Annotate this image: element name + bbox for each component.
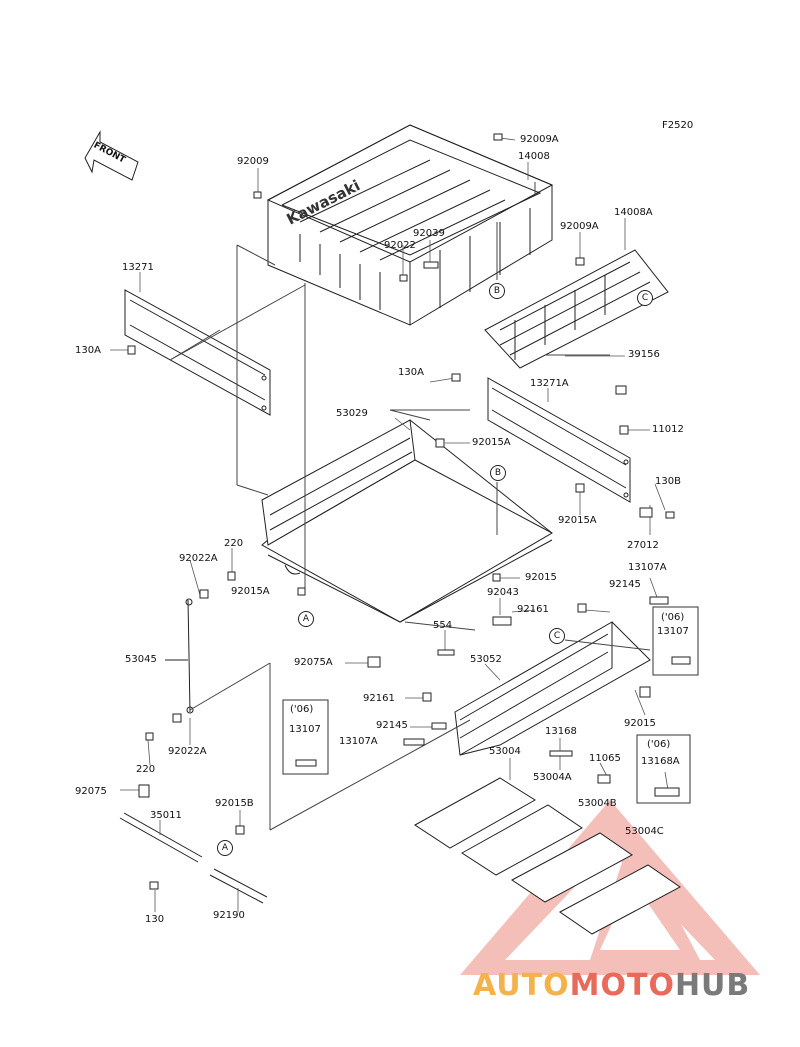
side-rail-left	[124, 289, 271, 416]
part-label-27012: 27012	[627, 540, 659, 551]
part-label-53004A: 53004A	[533, 772, 572, 783]
part-label-14008: 14008	[518, 151, 550, 162]
callout-B-mid: B	[490, 465, 506, 481]
part-label-92022A-top: 92022A	[179, 553, 218, 564]
callout-A-mid: A	[298, 611, 314, 627]
callout-B-top: B	[489, 283, 505, 299]
shaft-35011	[119, 812, 203, 863]
callout-C-top: C	[637, 290, 653, 306]
part-label-92015B: 92015B	[215, 798, 254, 809]
year-note-3: ('06)	[647, 739, 671, 750]
small-parts	[127, 133, 691, 890]
part-label-13107A-mid: 13107A	[339, 736, 378, 747]
watermark-text: AUTOMOTOHUB	[473, 968, 750, 1003]
part-label-53029: 53029	[336, 408, 368, 419]
part-label-53004: 53004	[489, 746, 521, 757]
part-label-92161-top: 92161	[517, 604, 549, 615]
part-label-53004C: 53004C	[625, 826, 664, 837]
part-label-92145-top: 92145	[609, 579, 641, 590]
part-label-13271: 13271	[122, 262, 154, 273]
part-label-14008A: 14008A	[614, 207, 653, 218]
part-label-92075: 92075	[75, 786, 107, 797]
part-label-130B: 130B	[655, 476, 681, 487]
leader-lines	[110, 137, 669, 912]
part-label-92015: 92015	[525, 572, 557, 583]
part-label-11012: 11012	[652, 424, 684, 435]
part-label-53004B: 53004B	[578, 798, 617, 809]
part-label-13107-b: 13107	[289, 724, 321, 735]
mat-panels	[414, 777, 681, 935]
part-label-92015A-right: 92015A	[558, 515, 597, 526]
part-label-130A-left: 130A	[75, 345, 101, 356]
front-arrow-icon	[84, 130, 139, 181]
part-label-92022: 92022	[384, 240, 416, 251]
pipe-92190	[209, 868, 268, 904]
callout-C-mid: C	[549, 628, 565, 644]
part-label-92022A-bottom: 92022A	[168, 746, 207, 757]
part-label-130: 130	[145, 914, 165, 925]
year-note-2: ('06)	[290, 704, 314, 715]
year-box-2	[282, 699, 329, 775]
part-label-53052: 53052	[470, 654, 502, 665]
figure-code: F2520	[662, 120, 694, 131]
watermark-part-2: MOTO	[569, 968, 675, 1003]
part-label-92145-mid: 92145	[376, 720, 408, 731]
year-box-3	[636, 734, 691, 804]
part-label-92015A-left: 92015A	[231, 586, 270, 597]
part-label-35011: 35011	[150, 810, 182, 821]
part-label-39156: 39156	[628, 349, 660, 360]
support-rod	[165, 598, 194, 714]
part-label-554: 554	[433, 620, 453, 631]
part-label-130A-right: 130A	[398, 367, 424, 378]
part-label-92075A: 92075A	[294, 657, 333, 668]
part-label-220-top: 220	[224, 538, 244, 549]
side-rail-right	[487, 377, 631, 503]
part-label-13168: 13168	[545, 726, 577, 737]
part-label-13271A: 13271A	[530, 378, 569, 389]
part-label-53045: 53045	[125, 654, 157, 665]
year-note-1: ('06)	[661, 612, 685, 623]
part-label-13168A: 13168A	[641, 756, 680, 767]
reference-lines	[169, 182, 651, 831]
bed-side-panel	[484, 249, 669, 369]
part-label-92039: 92039	[413, 228, 445, 239]
year-box-1	[652, 606, 699, 676]
callout-A-bottom: A	[217, 840, 233, 856]
part-label-92043: 92043	[487, 587, 519, 598]
part-label-92009A-top: 92009A	[520, 134, 559, 145]
part-label-13107-a: 13107	[657, 626, 689, 637]
cargo-bed-box: Kawasaki	[266, 124, 554, 326]
part-label-92190: 92190	[213, 910, 245, 921]
tailgate	[454, 621, 651, 756]
part-label-11065: 11065	[589, 753, 621, 764]
part-label-92009: 92009	[237, 156, 269, 167]
part-label-92015A-center: 92015A	[472, 437, 511, 448]
part-label-92015-right: 92015	[624, 718, 656, 729]
bed-frame	[261, 419, 553, 623]
part-label-92161-mid: 92161	[363, 693, 395, 704]
part-label-13107A-top: 13107A	[628, 562, 667, 573]
watermark-part-3: HUB	[674, 968, 751, 1003]
watermark-part-1: AUTO	[473, 968, 570, 1003]
part-label-92009A-right: 92009A	[560, 221, 599, 232]
part-label-220-bottom: 220	[136, 764, 156, 775]
